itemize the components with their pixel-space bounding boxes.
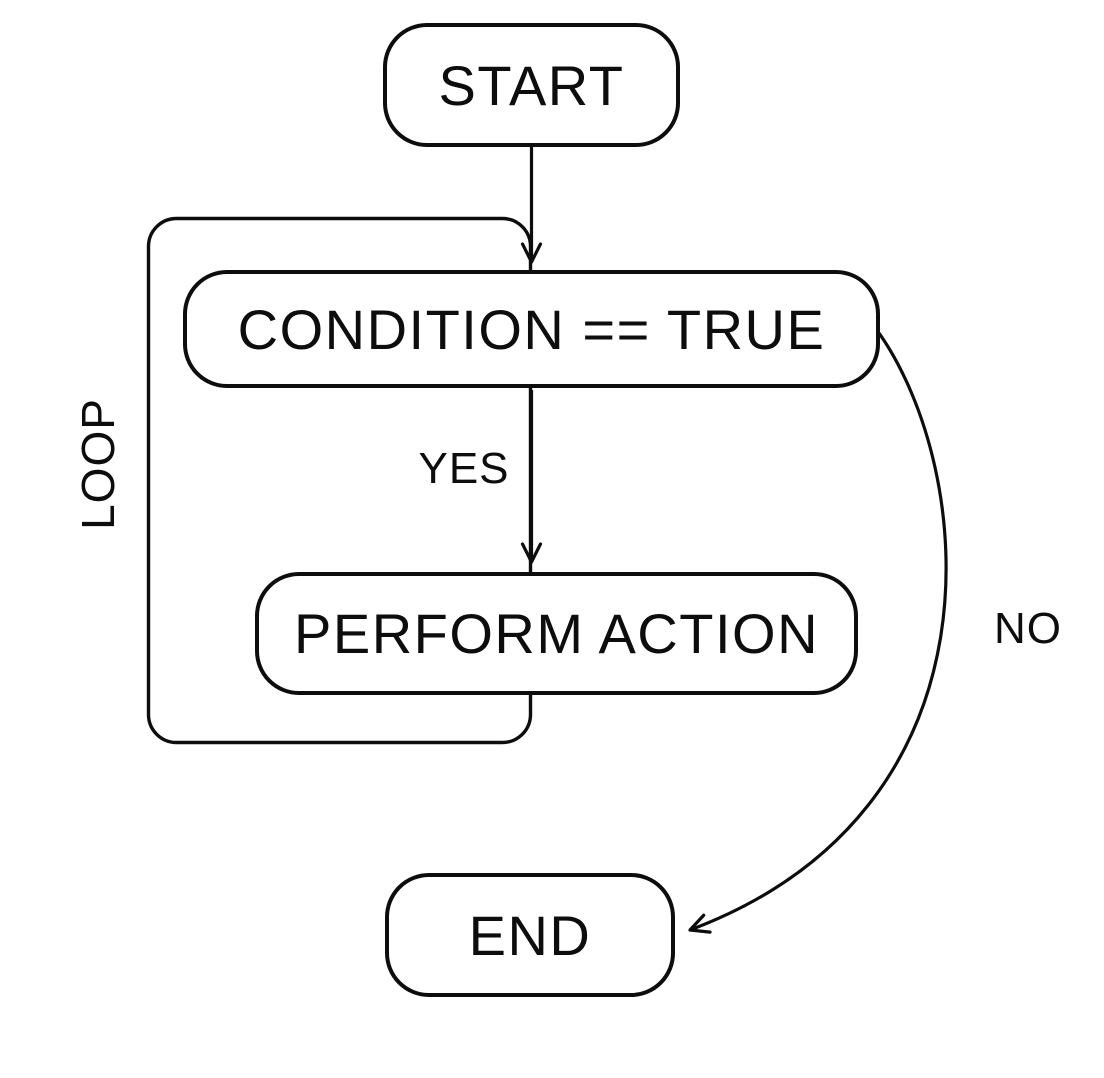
loop-label: LOOP bbox=[72, 398, 124, 530]
node-start: START bbox=[383, 23, 680, 147]
node-end-label: END bbox=[468, 903, 592, 967]
node-condition: CONDITION == TRUE bbox=[183, 270, 880, 388]
node-condition-label: CONDITION == TRUE bbox=[237, 297, 826, 361]
edge-label-no: NO bbox=[994, 604, 1062, 653]
node-end: END bbox=[385, 873, 675, 997]
node-start-label: START bbox=[438, 53, 625, 117]
node-perform-action: PERFORM ACTION bbox=[255, 572, 858, 695]
node-perform-action-label: PERFORM ACTION bbox=[293, 602, 820, 665]
edge-label-yes: YES bbox=[418, 444, 510, 493]
edge-condition-to-end bbox=[688, 332, 948, 934]
